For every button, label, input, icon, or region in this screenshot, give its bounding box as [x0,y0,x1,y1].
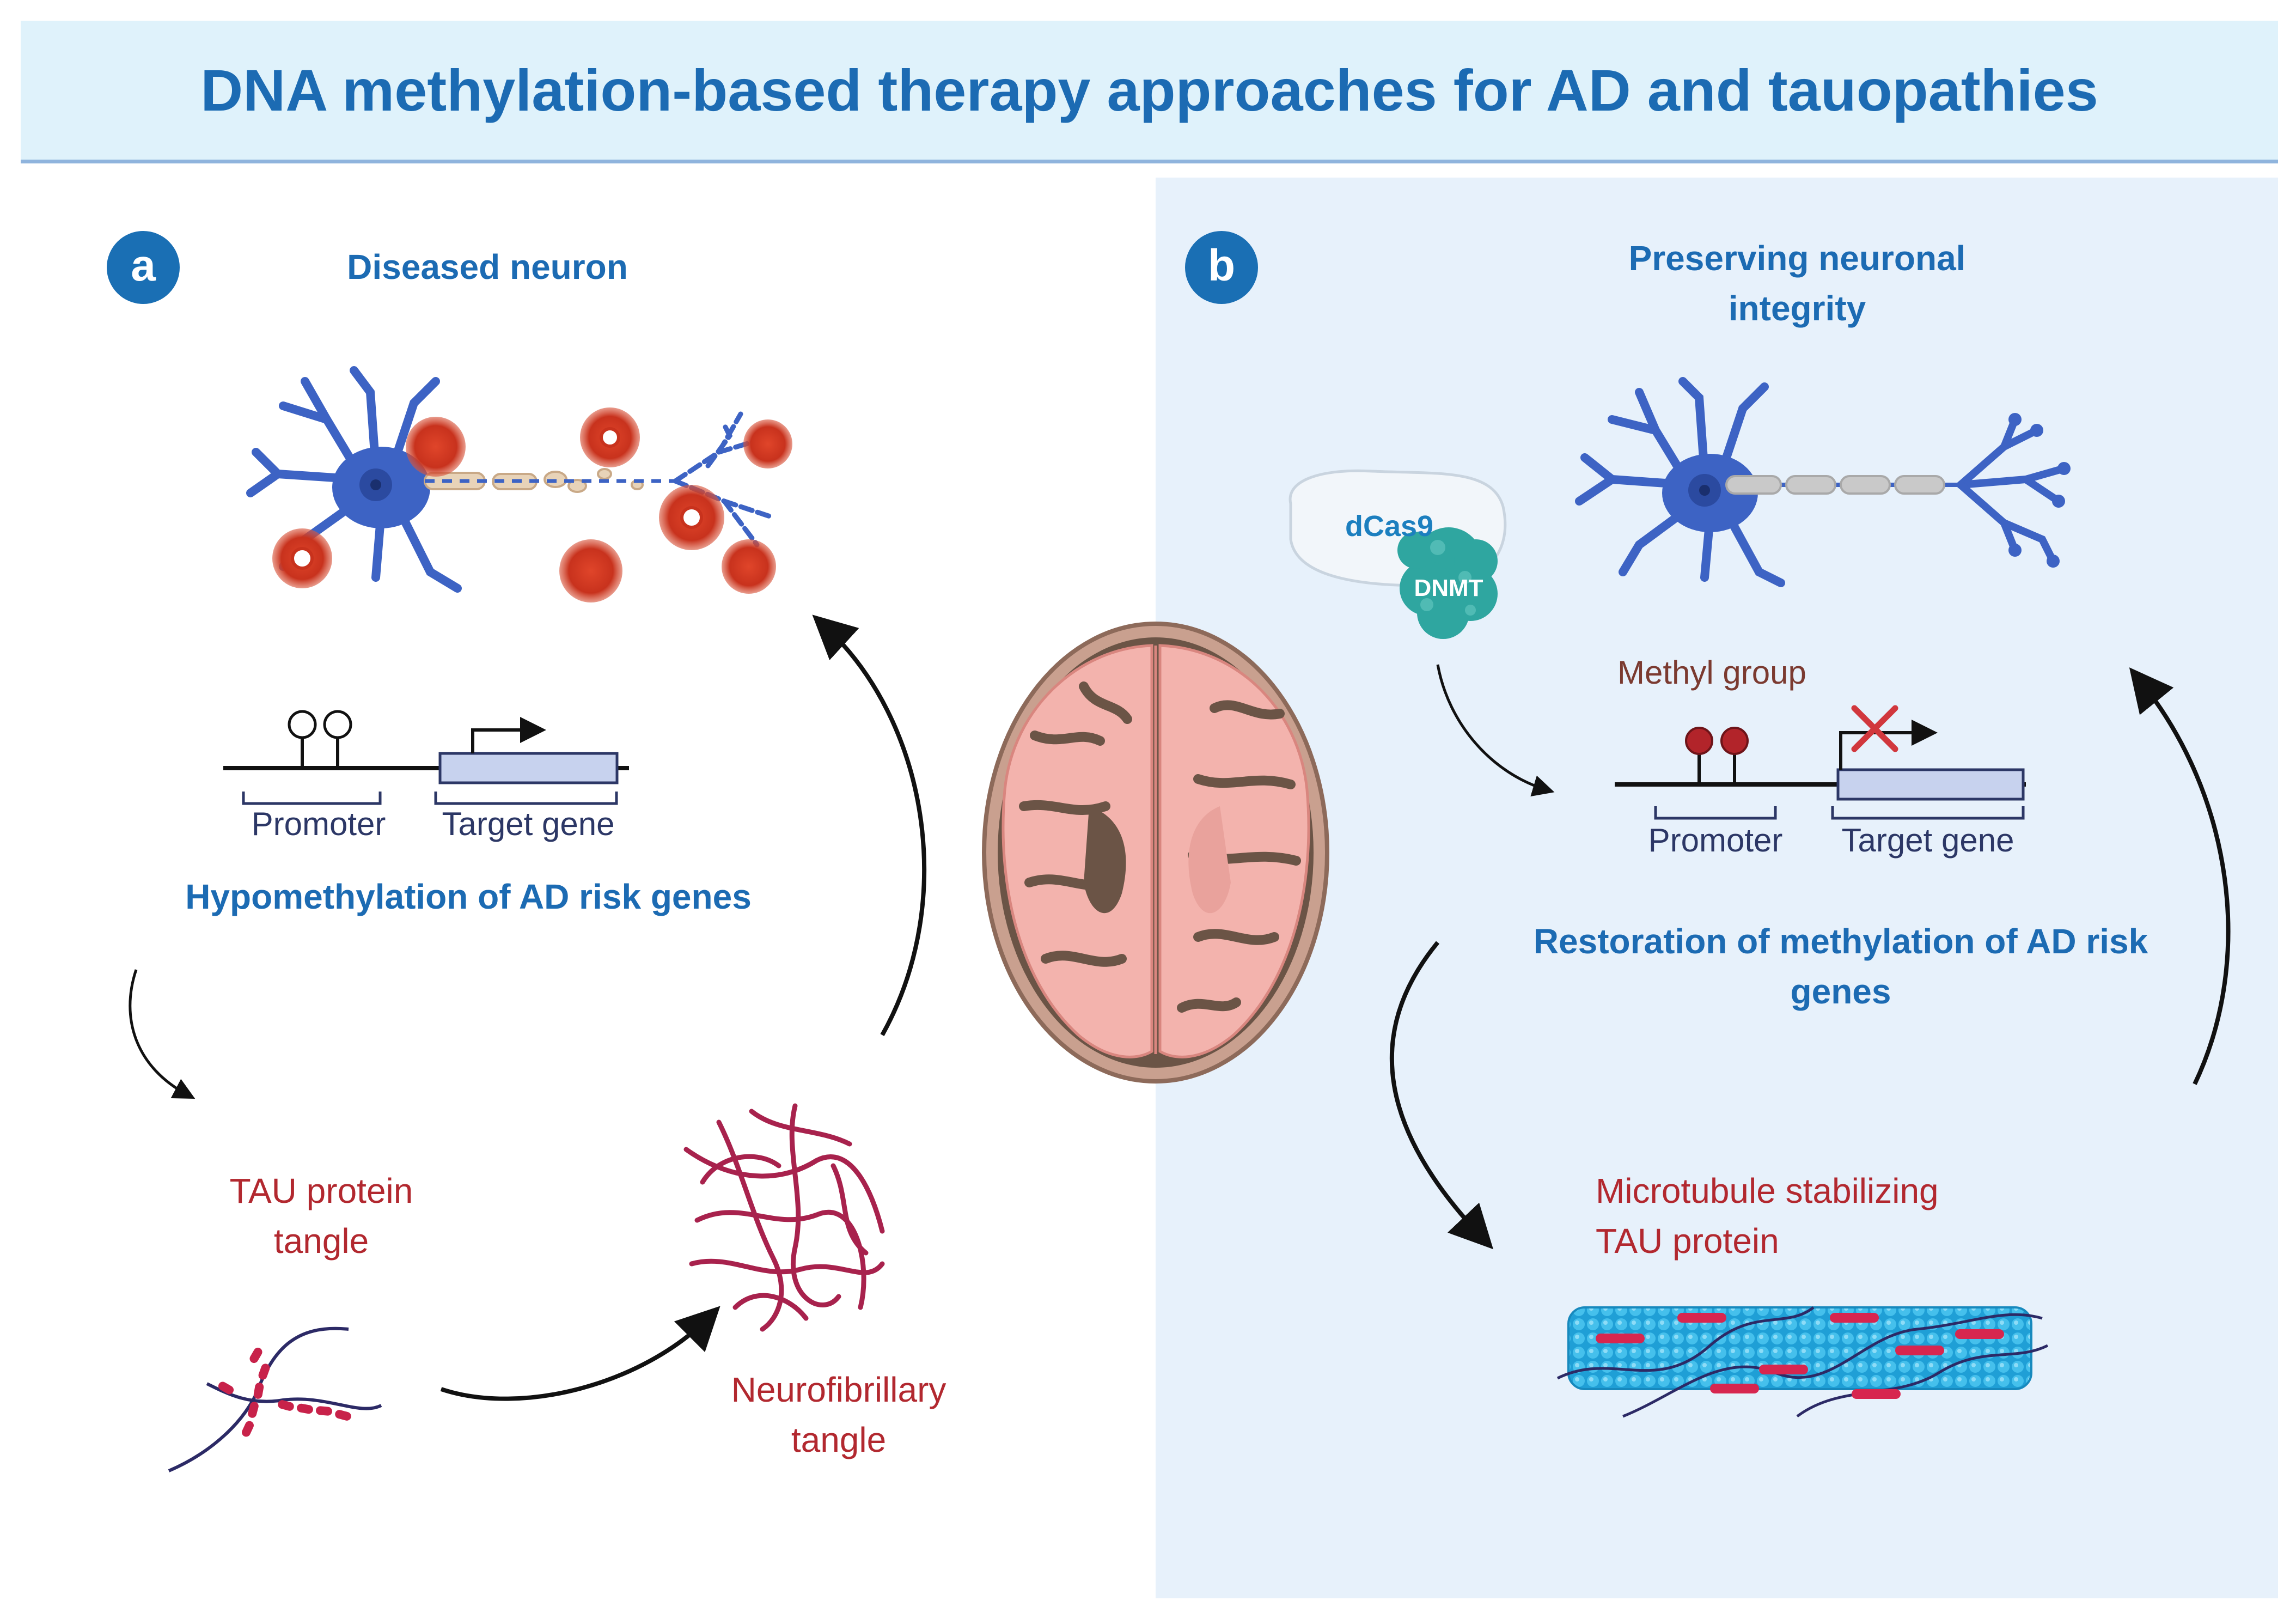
figure-title: DNA methylation-based therapy approaches… [200,57,2098,123]
arrow-dnmt-to-gene [1436,664,1555,796]
restoration-caption-line1: Restoration of methylation of AD risk [1533,922,2148,961]
tau-tangle-label-line2: tangle [273,1221,369,1261]
arrow-restoration-to-microtubule [1389,941,1493,1250]
diseased-neuron-illustration [246,366,792,602]
transcription-blocked-icon [1851,705,1898,752]
restoration-caption-line2: genes [1790,972,1891,1011]
gene-diagram-a [223,710,629,805]
promoter-label-a: Promoter [251,806,386,842]
nft-label-line2: tangle [791,1420,887,1459]
amyloid-plaques [272,407,792,602]
gene-diagram-b [1615,705,2026,820]
target-gene-label-a: Target gene [442,806,615,842]
arrow-microtubule-to-healthy-neuron [2129,667,2231,1085]
dcas9-dnmt-complex [1289,469,1507,639]
title-banner: DNA methylation-based therapy approaches… [21,21,2278,163]
dcas9-label: dCas9 [1345,510,1434,543]
tau-protein-tangle-illustration [168,1326,382,1472]
neurofibrillary-tangle-illustration [683,1103,885,1332]
methyl-group-label: Methyl group [1617,654,1806,691]
target-gene-label-b: Target gene [1841,822,2014,859]
panel-a-badge: a [107,231,180,304]
microtubule-label-line2: TAU protein [1596,1221,1779,1261]
panel-b-heading-line2: integrity [1728,289,1866,328]
hypomethylation-caption: Hypomethylation of AD risk genes [185,877,752,916]
healthy-neuron-illustration [1575,377,2071,587]
promoter-label-b: Promoter [1648,822,1783,859]
tau-tangle-label-line1: TAU protein [229,1171,413,1210]
microtubule-label-line1: Microtubule stabilizing [1596,1171,1939,1210]
arrow-hypomethylation-to-tau [129,969,196,1099]
microtubule-illustration [1556,1306,2049,1418]
arrow-tau-to-nft [440,1306,720,1401]
nft-label-line1: Neurofibrillary [731,1370,947,1409]
dnmt-label: DNMT [1414,575,1483,601]
arrow-nft-to-diseased-neuron [812,614,927,1036]
panel-b-badge: b [1185,231,1258,304]
panel-b-heading-line1: Preserving neuronal [1628,239,1966,278]
brain-illustration [982,622,1329,1084]
panel-a-heading: Diseased neuron [347,247,628,287]
